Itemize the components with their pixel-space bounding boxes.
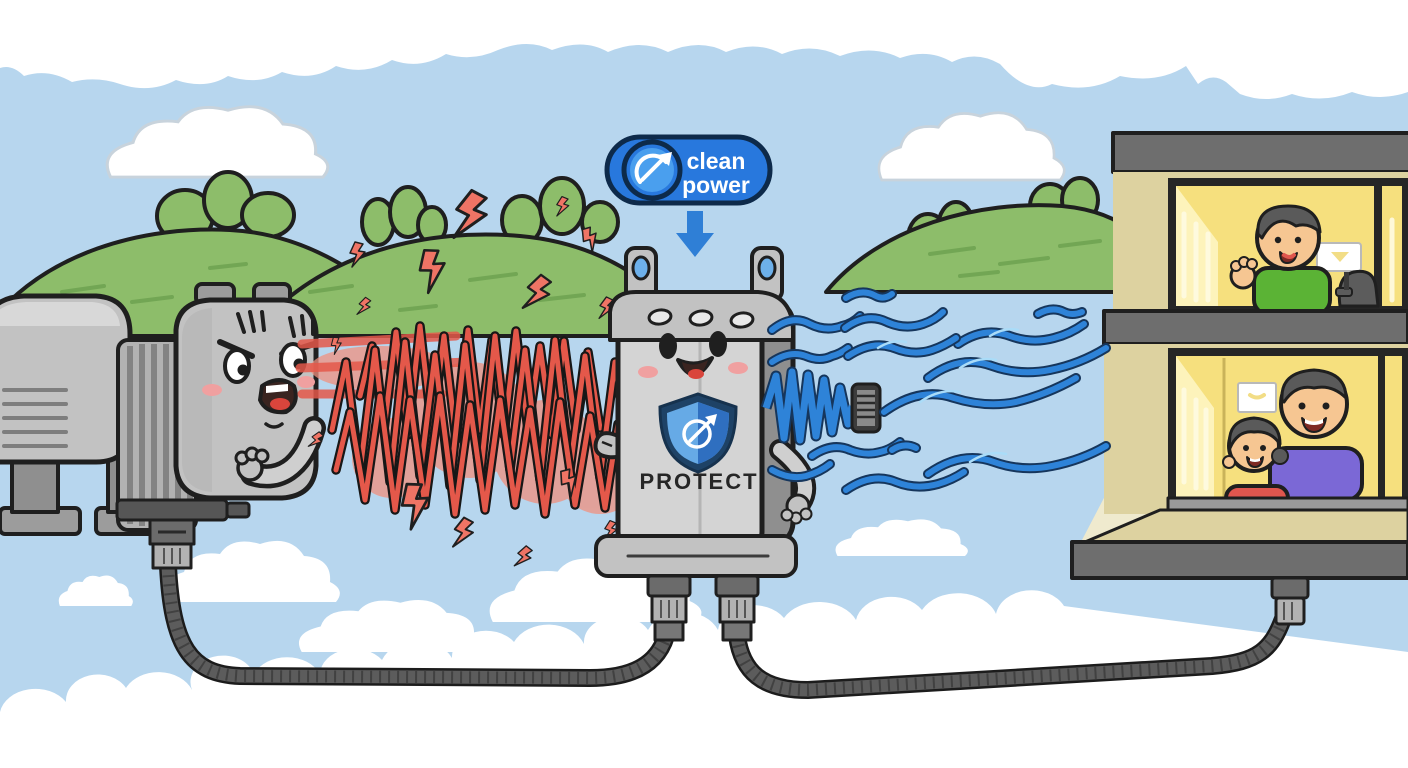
protect-label: PROTECT — [639, 469, 758, 494]
generator-character — [173, 282, 326, 501]
conditioner-cable-glands — [646, 574, 760, 642]
family-man-upper — [1229, 204, 1332, 316]
upper-window — [1168, 178, 1408, 316]
generator-arm — [234, 416, 326, 489]
house-roof-slab — [1111, 131, 1408, 174]
conditioner-top-cap — [608, 290, 795, 342]
shield-icon — [658, 392, 738, 474]
tv-reflection-icon — [1331, 252, 1349, 262]
down-arrow-icon — [676, 211, 714, 257]
badge-label-line2: power — [682, 172, 750, 198]
clean-sine-waves — [772, 292, 1106, 490]
top-cloud-band — [0, 0, 1408, 99]
power-conditioner-character: PROTECT — [593, 246, 817, 642]
bottom-clouds — [0, 519, 1408, 768]
power-cable-input — [159, 557, 675, 688]
generator-outlet-fitting — [115, 498, 251, 570]
office-chair — [1335, 269, 1380, 308]
badge-label-line1: clean — [687, 148, 746, 174]
house-base-slab — [1070, 540, 1408, 580]
conditioner-happy-face — [638, 331, 748, 379]
dirty-power-noise — [295, 186, 658, 572]
generator-angry-face — [202, 310, 317, 429]
waving-hand — [1229, 256, 1258, 290]
family-house — [1070, 131, 1408, 580]
house-mid-slab — [1102, 309, 1408, 346]
window-sill — [1166, 496, 1408, 512]
power-cable-output — [728, 607, 1293, 700]
clean-power-badge: clean power — [604, 134, 773, 206]
lower-window — [1168, 348, 1408, 530]
hills-right — [824, 176, 1172, 294]
filter-coil — [760, 366, 882, 446]
house-cable-connector — [1270, 576, 1310, 626]
family-dad — [1268, 368, 1364, 502]
house-ledge — [1083, 508, 1408, 544]
